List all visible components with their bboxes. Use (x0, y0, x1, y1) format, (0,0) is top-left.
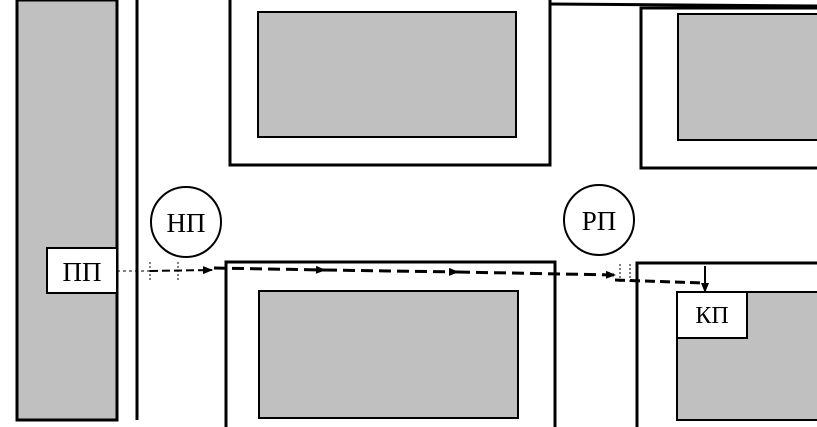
end-point-marker: КП (676, 291, 748, 339)
top-right-block-fill (677, 13, 817, 141)
initial-point-marker: НП (150, 186, 222, 258)
release-point-marker: РП (563, 184, 635, 256)
route-segment-main-1 (213, 265, 326, 274)
route-segment-main-2 (324, 267, 459, 276)
start-point-marker: ПП (46, 247, 118, 294)
left-building-block (15, 0, 119, 422)
end-point-label: КП (695, 303, 728, 329)
route-segment-main-3 (457, 270, 616, 279)
route-segment-to-np (149, 266, 213, 275)
start-point-label: ПП (63, 257, 102, 287)
release-point-label: РП (582, 206, 617, 236)
initial-point-label: НП (167, 208, 206, 238)
bottom-center-block-fill (258, 290, 519, 419)
top-center-block-fill (257, 11, 517, 138)
route-segment-final (614, 278, 706, 285)
top-right-road-edge (549, 2, 817, 8)
